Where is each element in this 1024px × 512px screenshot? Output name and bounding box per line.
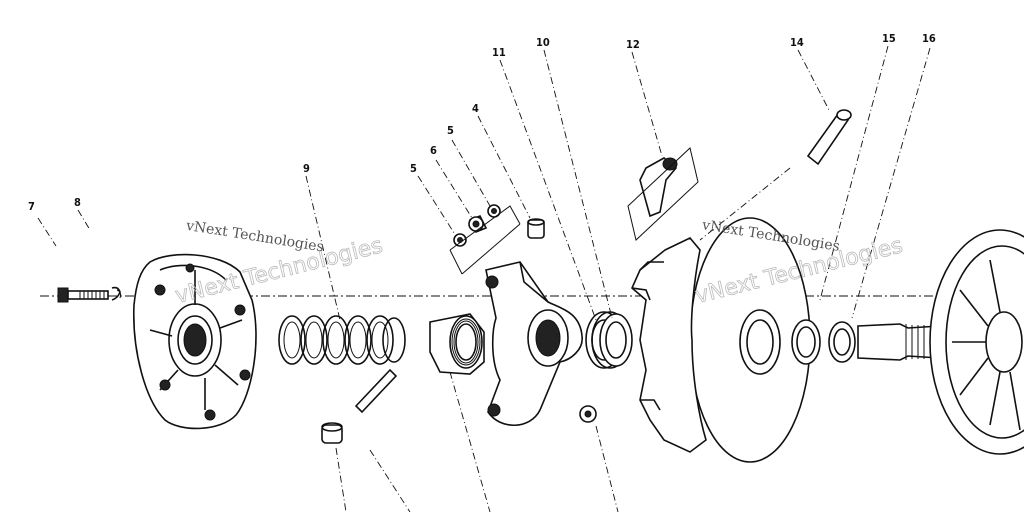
callout-5a: 5 [410,162,417,175]
parts-bracket [449,205,521,275]
callout-4: 4 [472,102,479,115]
callout-7: 7 [28,200,35,213]
callout-labels: 7 8 9 5 6 5 4 11 10 12 14 15 16 [28,32,936,213]
roller-part [321,422,343,444]
spacer-part-15 [791,319,821,365]
threaded-nut [429,313,485,375]
watermark-text-left: vNext Technologies [184,218,325,256]
small-roller [579,405,597,423]
callout-15: 15 [882,32,896,45]
bolt-part-7 [57,287,109,303]
sheave-disc [631,217,811,463]
leader-lines [37,45,931,512]
callout-6: 6 [430,144,437,157]
callout-11: 11 [492,46,506,59]
elbow-fitting-part-12 [627,147,699,241]
callout-5b: 5 [447,124,454,137]
shaft [857,323,941,361]
callout-9: 9 [303,162,310,175]
roller-part-6 [468,214,488,234]
callout-8: 8 [74,196,81,209]
pin-part [354,368,398,414]
bushing-part-4 [527,218,545,239]
lock-washer-part-8 [111,286,122,301]
spring-part-9 [278,315,406,365]
spacer-part-16 [828,321,856,363]
bushing-part-11 [585,311,633,369]
spider-part [485,261,583,426]
callout-16: 16 [922,32,936,45]
fixed-sheave [929,229,1024,455]
washer-part-5b [487,204,501,218]
callout-10: 10 [536,36,550,49]
cover-plate [133,253,257,430]
callout-14: 14 [790,36,804,49]
callout-12: 12 [626,38,640,51]
pin-part-14 [806,109,852,166]
